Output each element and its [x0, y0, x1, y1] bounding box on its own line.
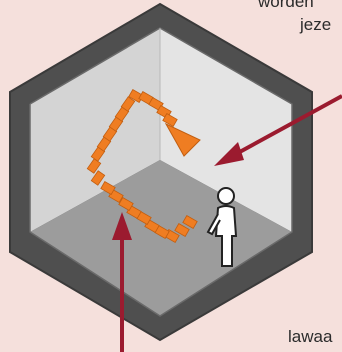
back-wall-right [160, 28, 292, 232]
orange-block [100, 180, 116, 196]
orange-block [118, 196, 134, 212]
orange-block [90, 170, 106, 186]
caption-bottom-line1: lawaa [288, 327, 333, 346]
incoming-sound-arrow-bottom [112, 212, 132, 352]
caption-top-line1: worden [258, 0, 314, 11]
orange-block [162, 112, 178, 128]
orange-block [120, 96, 136, 112]
orange-block [174, 222, 190, 238]
orange-block [182, 214, 198, 230]
person-icon [206, 187, 238, 267]
orange-block-path [86, 88, 198, 244]
caption-top-line2: jeze [300, 15, 332, 34]
back-wall-left [30, 28, 160, 232]
incoming-sound-arrow-right [214, 94, 342, 166]
block-arrow-head [164, 122, 201, 157]
